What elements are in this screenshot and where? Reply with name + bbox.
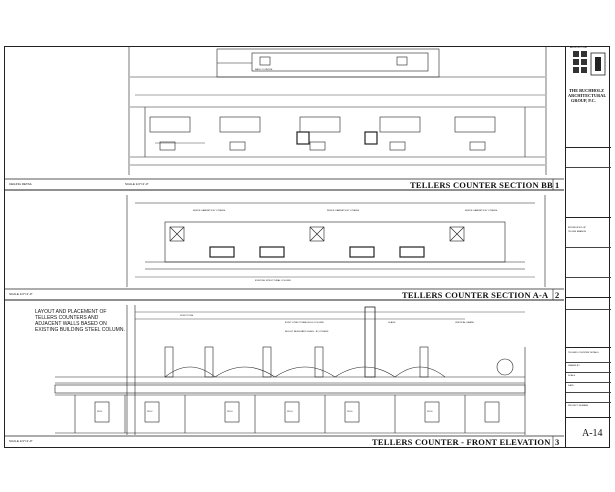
callout-soffit-line: SOFFIT LINE bbox=[180, 315, 194, 317]
section-1-left-label: CEILING DETAIL bbox=[9, 182, 33, 186]
section-2-left-label: SCALE 1/4"=1'-0" bbox=[9, 292, 33, 296]
sheet-number: A-14 bbox=[582, 428, 603, 439]
project-number-label: PROJECT NUMBER bbox=[568, 405, 589, 407]
section-1-scale: SCALE 1/4"=1'-0" bbox=[125, 182, 149, 186]
drawing-area bbox=[5, 47, 564, 447]
section-2-title: TELLERS COUNTER SECTION A-A bbox=[402, 290, 549, 300]
section-1-title: TELLERS COUNTER SECTION BB bbox=[410, 180, 553, 190]
firm-header: ARCHITECTURE bbox=[570, 47, 588, 49]
drawn-by-label: DRAWN BY bbox=[568, 365, 580, 367]
callout-fence-cabinets-1: FENCE CABINETS BY OTHERS bbox=[193, 210, 226, 212]
firm-logo-icon bbox=[573, 51, 606, 76]
sheet-title: TELLERS COUNTER DETAILS bbox=[568, 352, 599, 354]
callout-fence-cabinets-2: FENCE CABINETS BY OTHERS bbox=[327, 210, 360, 212]
project-label: INTERIOR FIT-UP bbox=[568, 227, 586, 229]
elevation-mark: PLD1 bbox=[97, 411, 103, 413]
elevation-mark: PLD6 bbox=[427, 411, 433, 413]
elevation-mark: PLD3 bbox=[227, 411, 233, 413]
firm-name-3: GROUP, P.C. bbox=[571, 98, 596, 103]
drawing-sheet: CEILING DETAIL SCALE 1/4"=1'-0" TELLERS … bbox=[4, 46, 611, 448]
callout-glass: GLASS bbox=[388, 322, 396, 324]
section-3-title: TELLERS COUNTER - FRONT ELEVATION bbox=[372, 437, 551, 447]
section-3-number: 3 bbox=[555, 437, 560, 447]
section-1-number: 1 bbox=[555, 180, 560, 190]
callout-bullet-glass: BULLET RESISTANT GLASS - BY OTHERS bbox=[285, 331, 329, 333]
firm-logo bbox=[569, 49, 607, 83]
scale-label: SCALE bbox=[568, 375, 576, 377]
date-label: DATE bbox=[568, 385, 574, 387]
callout-existing-column: EXISTING STRUCTURAL COLUMN bbox=[255, 280, 291, 282]
project-sub: TELLER BRANCH bbox=[568, 231, 587, 233]
title-block: ARCHITECTURE THE BUCHHOLZ ARCHITECTURAL … bbox=[565, 47, 611, 447]
elevation-mark: PLD5 bbox=[347, 411, 353, 413]
layout-note: LAYOUT AND PLACEMENT OF TELLERS COUNTERS… bbox=[35, 309, 125, 333]
elevation-mark: PLD4 bbox=[287, 411, 293, 413]
firm-name-2: ARCHITECTURAL bbox=[568, 93, 607, 98]
callout-back-counter: BACK COUNTER bbox=[255, 69, 273, 71]
callout-fence-cabinets-3: FENCE CABINETS BY OTHERS bbox=[465, 210, 498, 212]
elevation-mark: PLD2 bbox=[147, 411, 153, 413]
section-3-left-label: SCALE 1/4"=1'-0" bbox=[9, 439, 33, 443]
callout-exist-column: EXIST. STRUCTURAL BLDG COLUMN bbox=[285, 322, 324, 324]
callout-vertical-grade: VERTICAL GRADE bbox=[455, 322, 474, 324]
section-2-number: 2 bbox=[555, 290, 560, 300]
firm-name-1: THE BUCHHOLZ bbox=[569, 88, 604, 93]
